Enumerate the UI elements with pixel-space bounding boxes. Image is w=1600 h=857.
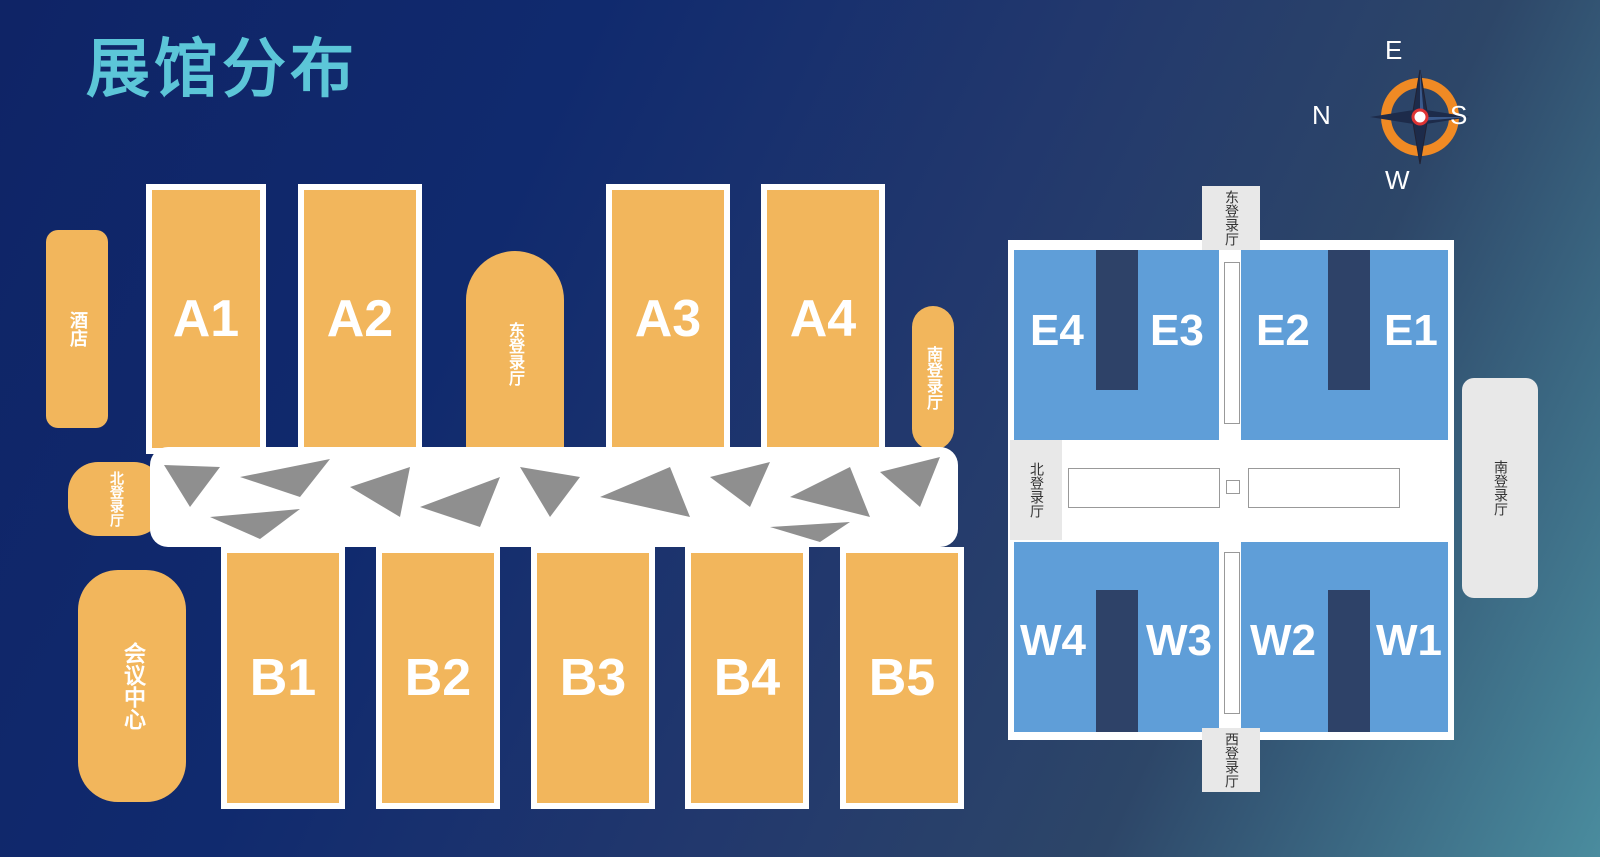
hall-e4[interactable]: E4 xyxy=(1030,306,1084,355)
hall-a4[interactable]: A4 xyxy=(767,190,879,448)
hall-b3[interactable]: B3 xyxy=(537,553,649,803)
right-west-lobby[interactable]: 西登录厅 xyxy=(1202,728,1260,792)
compass-east: E xyxy=(1385,35,1403,65)
hall-a3[interactable]: A3 xyxy=(612,190,724,448)
hall-b4[interactable]: B4 xyxy=(691,553,803,803)
hall-e1[interactable]: E1 xyxy=(1384,306,1438,355)
compass-icon xyxy=(1370,69,1470,165)
gap-e-left xyxy=(1096,250,1138,390)
right-east-lobby[interactable]: 东登录厅 xyxy=(1202,186,1260,250)
east-lobby[interactable]: 东登录厅 xyxy=(466,251,564,457)
center-marker xyxy=(1226,480,1240,494)
hotel[interactable]: 酒店 xyxy=(46,230,108,428)
corridor-pattern-icon xyxy=(164,457,940,542)
central-corridor xyxy=(150,447,958,547)
south-lobby[interactable]: 南登录厅 xyxy=(912,306,954,450)
right-south-lobby[interactable]: 南登录厅 xyxy=(1462,378,1538,598)
page-title: 展馆分布 xyxy=(86,33,358,107)
hall-e3[interactable]: E3 xyxy=(1150,306,1204,355)
gap-w-right xyxy=(1328,590,1370,732)
walkway-west xyxy=(1068,468,1220,508)
walkway-east xyxy=(1248,468,1400,508)
compass-west: W xyxy=(1385,165,1410,195)
compass-south: S xyxy=(1450,100,1468,130)
hall-w1[interactable]: W1 xyxy=(1376,616,1442,665)
hall-b5[interactable]: B5 xyxy=(846,553,958,803)
walkway-south xyxy=(1224,552,1240,714)
hall-b2[interactable]: B2 xyxy=(382,553,494,803)
hall-a2[interactable]: A2 xyxy=(304,190,416,448)
hall-w3[interactable]: W3 xyxy=(1146,616,1212,665)
hall-e2[interactable]: E2 xyxy=(1256,306,1310,355)
right-north-lobby[interactable]: 北登录厅 xyxy=(1010,440,1062,540)
hall-w4[interactable]: W4 xyxy=(1020,616,1086,665)
hall-b1[interactable]: B1 xyxy=(227,553,339,803)
hall-a1[interactable]: A1 xyxy=(152,190,260,448)
conference-center[interactable]: 会议中心 xyxy=(78,570,186,802)
compass: E N S W xyxy=(1312,35,1500,200)
compass-north: N xyxy=(1312,100,1331,130)
hall-w2[interactable]: W2 xyxy=(1250,616,1316,665)
gap-w-left xyxy=(1096,590,1138,732)
north-lobby[interactable]: 北登录厅 xyxy=(68,462,164,536)
gap-e-right xyxy=(1328,250,1370,390)
walkway-north xyxy=(1224,262,1240,424)
